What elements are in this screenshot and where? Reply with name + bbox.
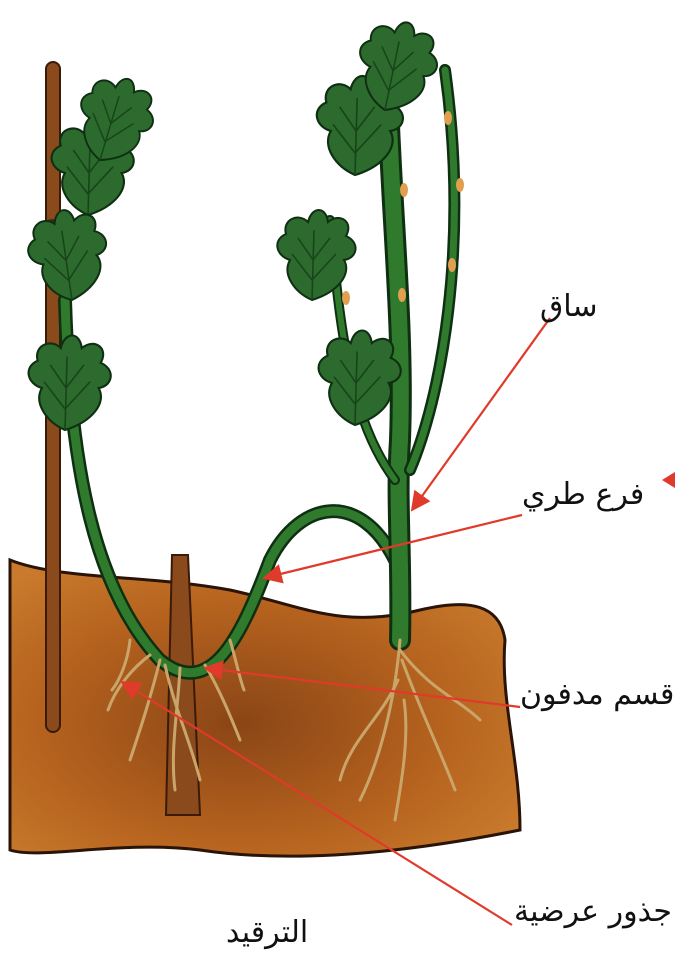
label-adventitious-roots: جذور عرضية (514, 897, 672, 927)
label-stem: ساق (540, 292, 598, 322)
leaves-right (277, 15, 443, 425)
diagram-caption: الترقيد (226, 918, 308, 948)
label-soft-branch: فرع طري (522, 480, 644, 510)
leaves-left (22, 69, 162, 430)
label-buried-part: قسم مدفون (520, 680, 674, 710)
edge-arrowhead (662, 472, 675, 488)
soil-mound (10, 560, 520, 856)
